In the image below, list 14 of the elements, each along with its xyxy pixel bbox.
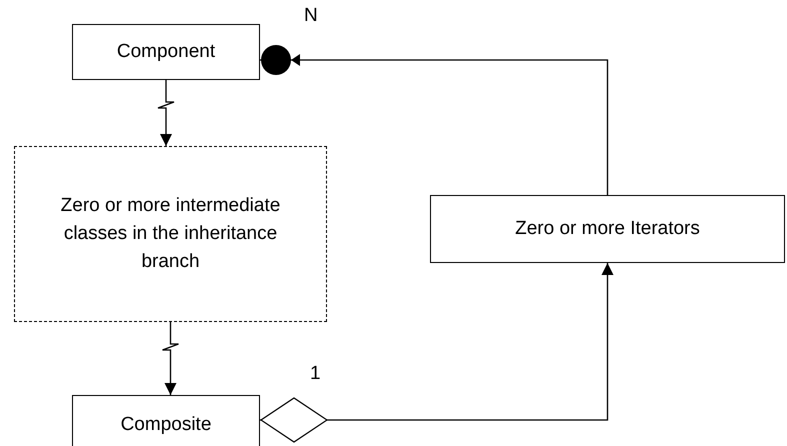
class-name: Zero or more intermediate classes in the inheritance branch <box>60 194 282 274</box>
class-name: Component <box>116 40 216 64</box>
dashed-class-box <box>14 146 327 322</box>
inheritance-arrow <box>157 80 175 146</box>
class-name: Zero or more Iterators <box>515 217 700 241</box>
multiplicity-label: N <box>304 4 318 28</box>
class-name: Composite <box>120 413 212 437</box>
aggregation-arrow <box>260 263 614 443</box>
inheritance-arrow <box>162 322 180 395</box>
association-arrow <box>260 45 608 195</box>
class-box <box>72 395 260 446</box>
multiplicity-label: 1 <box>310 362 321 386</box>
class-box <box>430 195 785 263</box>
class-box <box>72 24 260 80</box>
